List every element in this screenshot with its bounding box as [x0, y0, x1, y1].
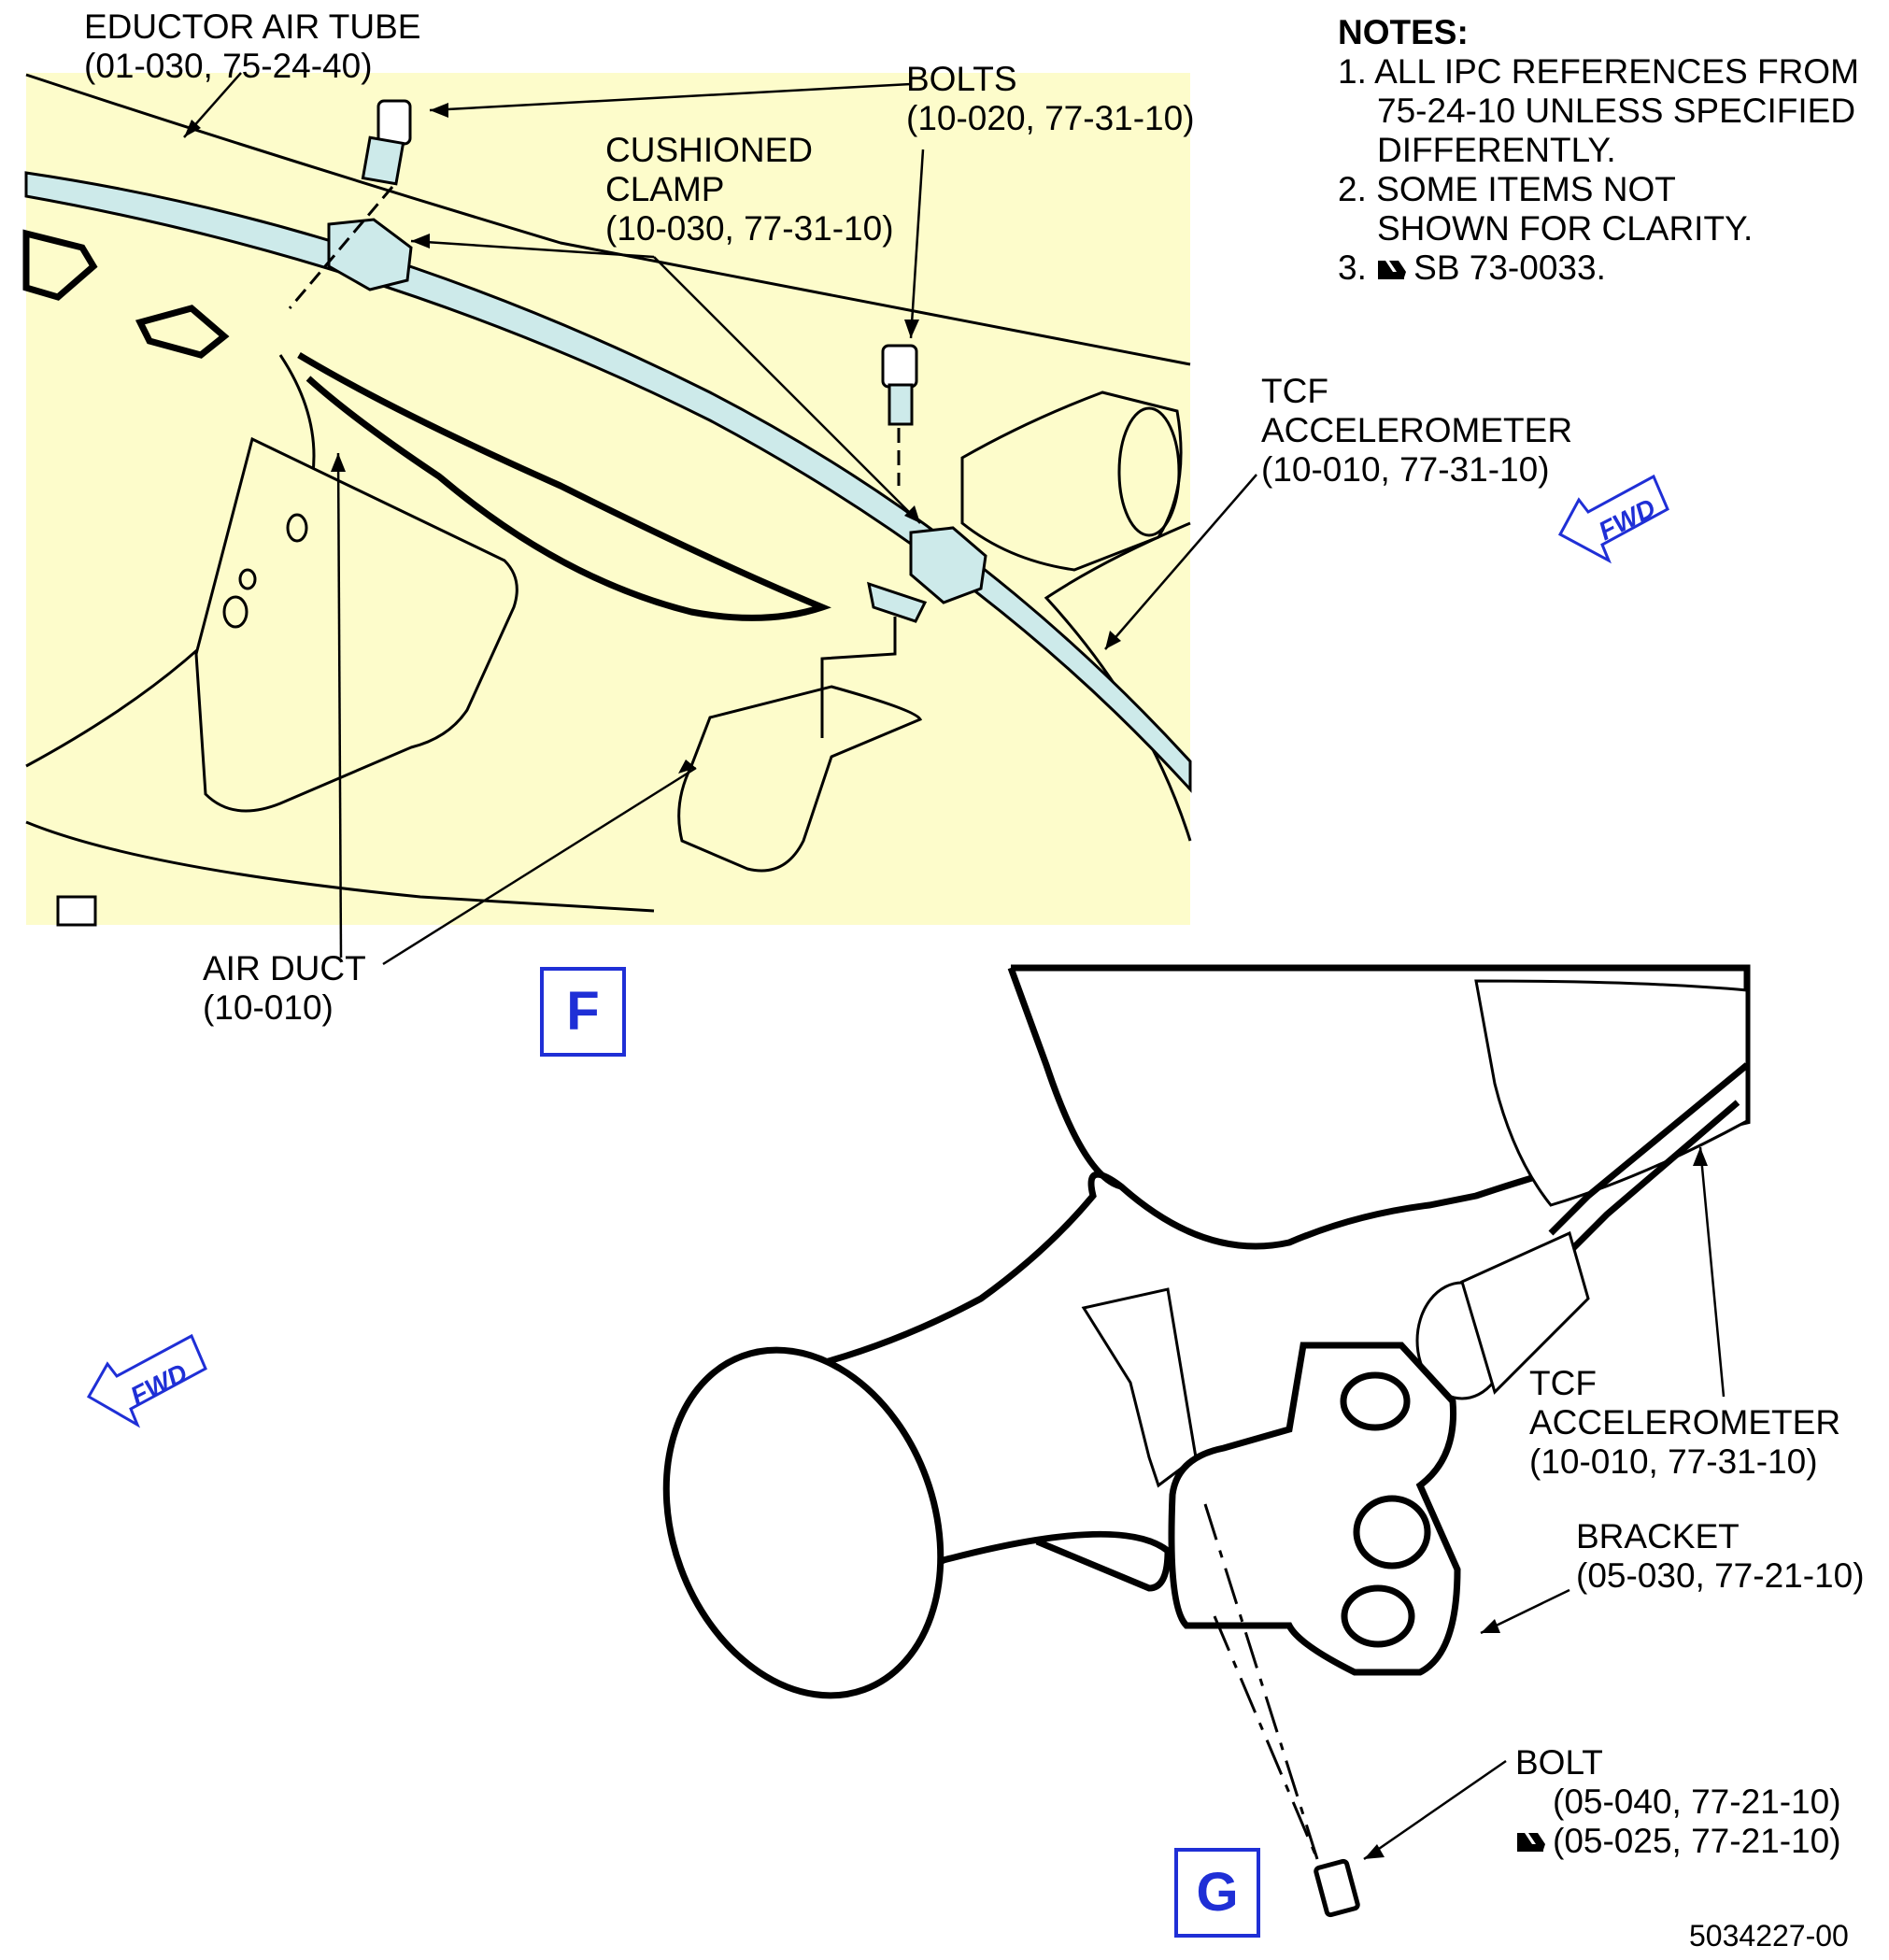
upper-casing-line — [25, 73, 1191, 366]
note-3: 3. SB 73-0033. — [1338, 249, 1859, 288]
duct-outline-g-left — [1007, 966, 1123, 1190]
bracket-hole-2 — [1353, 1495, 1431, 1569]
lower-left-bolt — [56, 895, 97, 927]
cushioned-clamp-upper — [327, 218, 413, 291]
service-bulletin-icon — [1517, 1833, 1545, 1852]
label-air-duct-line1: AIR DUCT — [203, 949, 366, 987]
fwd-arrow-top — [1557, 474, 1669, 564]
label-air-duct: AIR DUCT (10-010) — [203, 949, 366, 1028]
service-bulletin-icon — [1378, 261, 1407, 279]
right-duct-outline — [1044, 521, 1192, 842]
bolt-middle — [881, 344, 918, 426]
g-upper-cylinder — [1474, 979, 1749, 1207]
cushioned-clamp-lower — [909, 526, 987, 604]
clamp-bracket — [677, 685, 923, 873]
bolt-g-alignment-2 — [1213, 1615, 1319, 1860]
note-3-number: 3. — [1338, 249, 1367, 287]
note-2-line1: SOME ITEMS NOT — [1376, 170, 1676, 208]
note-2: 2. SOME ITEMS NOT — [1338, 170, 1859, 209]
bolt-upper — [361, 99, 412, 186]
left-bracket-frame — [22, 229, 98, 301]
accelerometer-cable — [297, 351, 831, 621]
label-tcf-accelerometer-top-line1: TCF — [1261, 372, 1328, 410]
note-2-line2: SHOWN FOR CLARITY. — [1377, 209, 1754, 248]
label-cushioned-clamp-line1: CUSHIONED — [605, 131, 814, 169]
bracket-hole-3 — [1341, 1584, 1415, 1648]
bracket-hole-1 — [1340, 1371, 1411, 1431]
clamp-alignment — [820, 617, 897, 738]
note-1: 1. ALL IPC REFERENCES FROM — [1338, 52, 1859, 92]
label-bolt-line1: BOLT — [1515, 1743, 1603, 1782]
label-tcf-accelerometer-bottom-line1: TCF — [1529, 1364, 1597, 1402]
panel-hole-2 — [222, 595, 249, 629]
g-cable — [1548, 1062, 1750, 1236]
note-1-line3: DIFFERENTLY. — [1377, 131, 1616, 169]
label-bracket-line2: (05-030, 77-21-10) — [1576, 1556, 1865, 1595]
label-tcf-accelerometer-bottom: TCF ACCELEROMETER (10-010, 77-31-10) — [1529, 1364, 1840, 1482]
panel-hole-1 — [286, 513, 308, 543]
label-bolts-line1: BOLTS — [906, 60, 1017, 98]
bolt-upper-alignment — [288, 186, 394, 309]
label-cushioned-clamp-line3: (10-030, 77-31-10) — [605, 209, 894, 248]
label-tcf-accelerometer-top-line2: ACCELEROMETER — [1261, 411, 1573, 449]
label-air-duct-line2: (10-010) — [203, 988, 334, 1027]
label-bolt-line2: (05-040, 77-21-10) — [1553, 1782, 1841, 1821]
label-cushioned-clamp-line2: CLAMP — [605, 170, 725, 208]
duct-cylinder-end — [1117, 406, 1181, 537]
fwd-arrow-bottom — [86, 1333, 207, 1428]
leader-arrowheads — [184, 103, 1708, 1859]
label-tcf-accelerometer-bottom-line2: ACCELEROMETER — [1529, 1403, 1841, 1442]
label-cushioned-clamp: CUSHIONED CLAMP (10-030, 77-31-10) — [605, 131, 894, 249]
g-bracket-flange — [1081, 1287, 1198, 1488]
view-marker-f: F — [540, 967, 626, 1057]
label-bolt: BOLT (05-040, 77-21-10) (05-025, 77-21-1… — [1515, 1743, 1841, 1861]
g-cable-2 — [1567, 1100, 1740, 1255]
note-1-line1: ALL IPC REFERENCES FROM — [1374, 52, 1859, 91]
label-bolts-line2: (10-020, 77-31-10) — [906, 99, 1195, 137]
label-tcf-accelerometer-bottom-line3: (10-010, 77-31-10) — [1529, 1442, 1818, 1481]
label-bolts: BOLTS (10-020, 77-31-10) — [906, 60, 1195, 138]
eductor-air-tube — [24, 171, 1192, 793]
view-g-illustration — [662, 964, 1751, 1918]
label-eductor-air-tube-line2: (01-030, 75-24-40) — [84, 47, 373, 85]
panel-hole-3 — [238, 568, 257, 590]
notes-heading: NOTES: — [1338, 13, 1469, 51]
duct-outline-g — [671, 964, 1751, 1658]
label-bracket-line1: BRACKET — [1576, 1517, 1740, 1555]
duct-opening-g — [662, 1346, 944, 1699]
label-bracket: BRACKET (05-030, 77-21-10) — [1576, 1517, 1865, 1596]
label-tcf-accelerometer-top: TCF ACCELEROMETER (10-010, 77-31-10) — [1261, 372, 1572, 490]
document-number: 5034227-00 — [1689, 1919, 1849, 1953]
air-duct-panel — [194, 436, 518, 813]
left-bracket-frame-2 — [135, 305, 230, 359]
view-marker-g: G — [1174, 1848, 1260, 1938]
label-eductor-air-tube-line1: EDUCTOR AIR TUBE — [84, 7, 421, 46]
label-bolt-line3-wrap: (05-025, 77-21-10) — [1515, 1822, 1841, 1861]
bolt-g-alignment-1 — [1203, 1503, 1319, 1860]
note-3-line1: SB 73-0033. — [1413, 249, 1606, 287]
note-1-number: 1. — [1338, 52, 1367, 91]
notes-block: NOTES: 1. ALL IPC REFERENCES FROM 75-24-… — [1338, 13, 1859, 288]
leader-lines — [183, 72, 1726, 1861]
view-f-illustration — [22, 73, 1192, 927]
label-eductor-air-tube: EDUCTOR AIR TUBE (01-030, 75-24-40) — [84, 7, 420, 86]
label-tcf-accelerometer-top-line3: (10-010, 77-31-10) — [1261, 450, 1550, 489]
note-2-number: 2. — [1338, 170, 1367, 208]
tcf-accelerometer-connector — [1460, 1230, 1590, 1395]
lower-shroud-outline — [25, 820, 655, 913]
bolt-g — [1314, 1858, 1360, 1918]
label-bolt-line3: (05-025, 77-21-10) — [1553, 1822, 1841, 1860]
note-1-line2: 75-24-10 UNLESS SPECIFIED — [1377, 92, 1856, 130]
clamp-tab — [867, 581, 928, 623]
